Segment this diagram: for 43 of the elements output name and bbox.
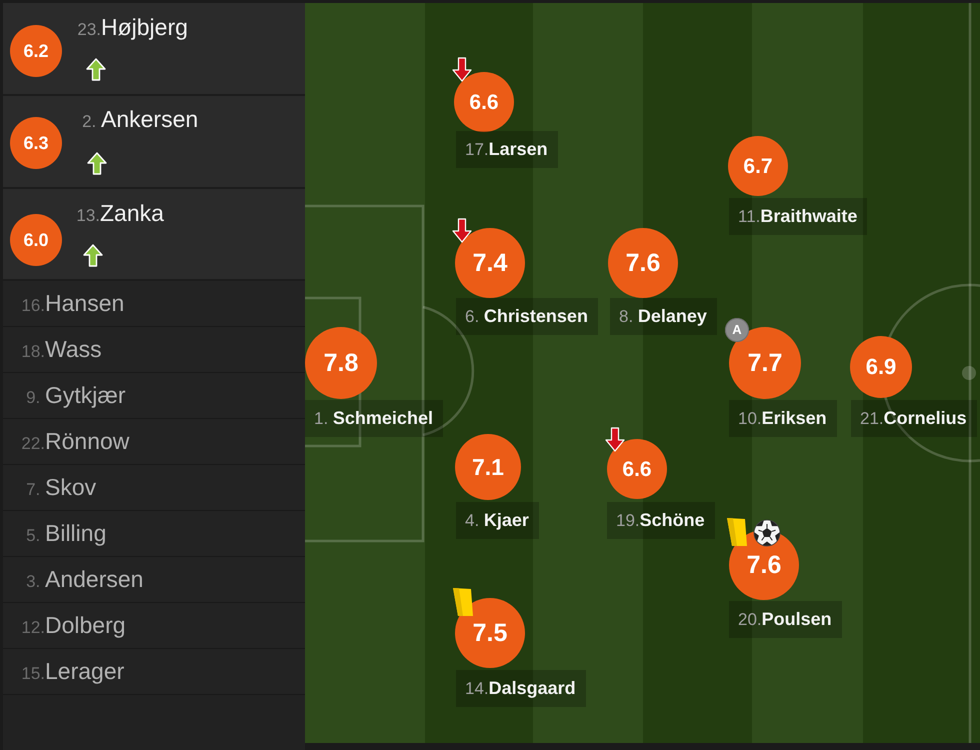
player-name: 19.Schöne [607, 502, 715, 539]
player-name: 3. Andersen [25, 566, 144, 594]
player-name: 12.Dolberg [20, 612, 126, 640]
rating-value: 6.9 [866, 356, 896, 378]
player-name: 11.Braithwaite [729, 198, 868, 235]
player-name: 8. Delaney [610, 298, 717, 335]
player-name: 14.Dalsgaard [456, 670, 586, 707]
player-name: 10.Eriksen [729, 400, 837, 437]
rating-value: 6.2 [23, 42, 49, 60]
player-name: 22.Rönnow [20, 428, 130, 456]
rating-value: 7.4 [472, 250, 508, 276]
rating-value: 6.7 [743, 156, 773, 176]
player-name: 1. Schmeichel [305, 400, 443, 437]
player-name: 16.Hansen [20, 290, 124, 318]
player-name: 9. Gytkjær [25, 382, 126, 410]
player-name: 23.Højbjerg [76, 14, 188, 42]
rating-value: 7.5 [472, 620, 508, 646]
rating-value: 6.0 [23, 231, 49, 249]
player-name: 2. Ankersen [81, 106, 198, 134]
player-name: 7. Skov [25, 474, 96, 502]
rating-circle [10, 25, 62, 77]
player-name: 21.Cornelius [851, 400, 977, 437]
player-name: 6. Christensen [456, 298, 598, 335]
rating-value: 7.6 [746, 552, 782, 578]
rating-value: 6.6 [469, 92, 499, 112]
rating-value: 7.6 [626, 250, 660, 276]
player-name: 15.Lerager [20, 658, 124, 686]
player-name: 20.Poulsen [729, 601, 842, 638]
player-name: 13.Zanka [75, 200, 164, 228]
rating-circle [10, 117, 62, 169]
rating-circle [10, 214, 62, 266]
player-name: 5. Billing [25, 520, 106, 548]
player-name: 4. Kjaer [456, 502, 539, 539]
rating-value: 7.1 [472, 456, 504, 478]
player-name: 17.Larsen [456, 131, 558, 168]
player-name: 18.Wass [20, 336, 102, 364]
rating-value: 7.7 [748, 350, 782, 376]
player-row [3, 96, 305, 189]
rating-value: 6.3 [23, 134, 49, 152]
player-row [3, 189, 305, 281]
player-row [3, 3, 305, 96]
rating-value: 6.6 [622, 458, 652, 480]
rating-value: 7.8 [324, 350, 358, 376]
